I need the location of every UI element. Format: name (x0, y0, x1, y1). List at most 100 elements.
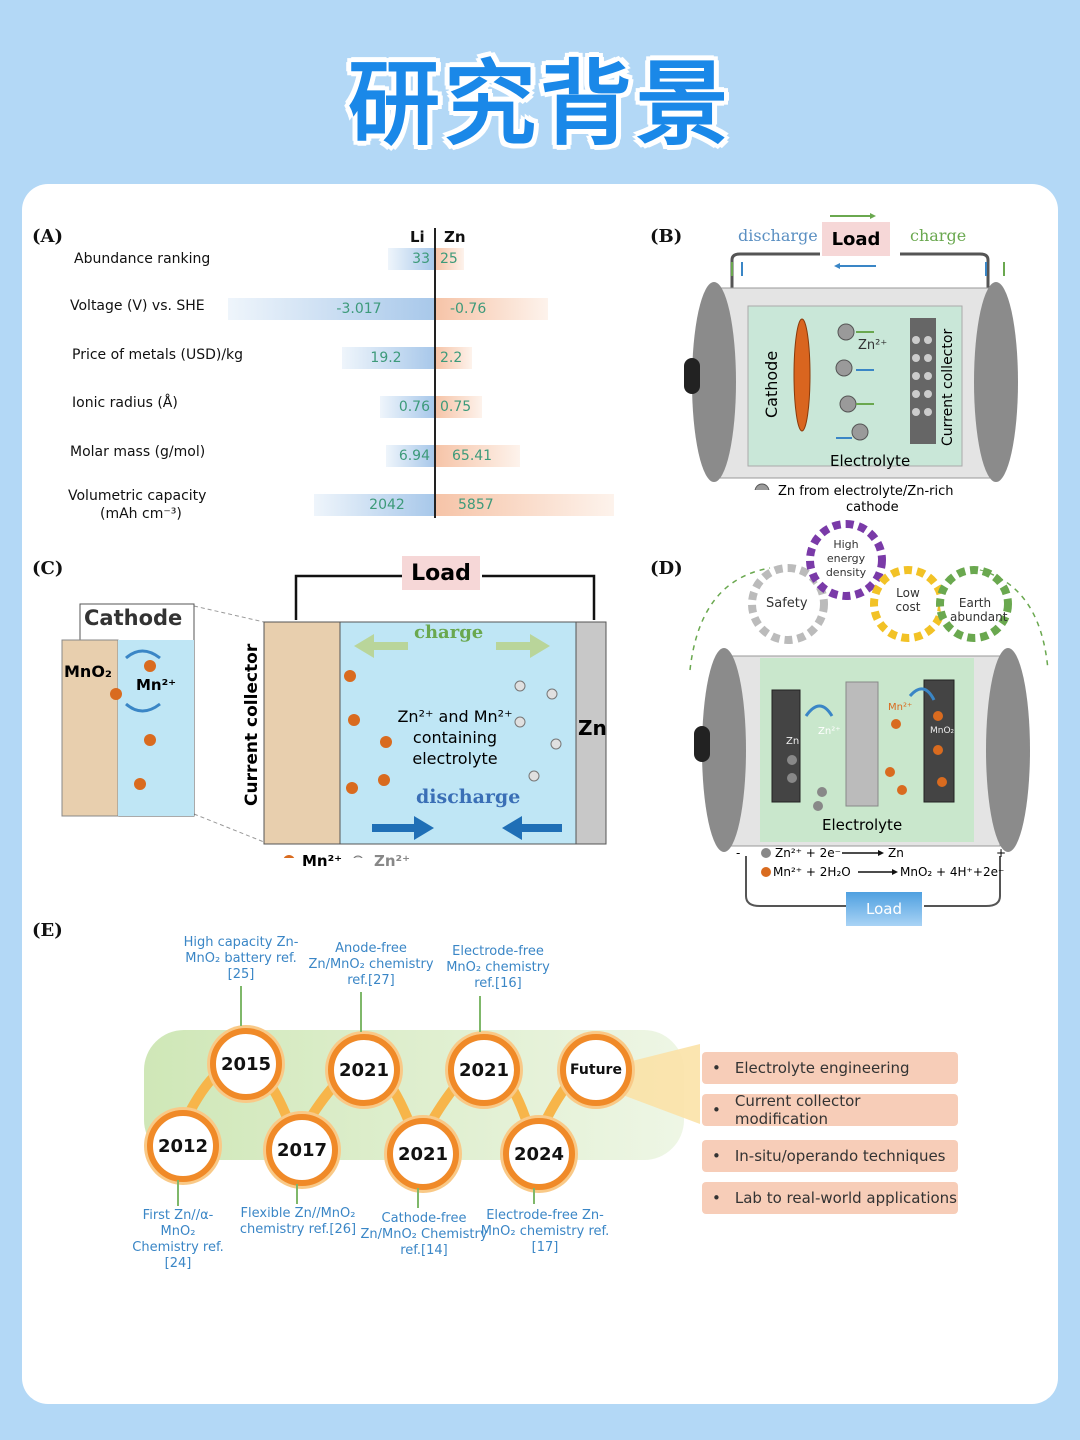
stem-2021b (479, 996, 481, 1032)
mn-ion-label-c: Mn²⁺ (136, 676, 177, 694)
electrolyte-label-b: Electrolyte (830, 452, 911, 470)
battery-diagram-b (684, 213, 1018, 490)
electrolyte-c-line1: Zn²⁺ and Mn²⁺ (397, 707, 513, 726)
zn-ion-label-b: Zn²⁺ (858, 338, 888, 353)
cathode-label-b: Cathode (762, 350, 781, 418)
future-item-label: Lab to real-world applications (734, 1189, 957, 1207)
electrolyte-text-c: Zn²⁺ and Mn²⁺ containing electrolyte (394, 706, 516, 769)
equation1-left: Zn²⁺ + 2e⁻ (775, 846, 842, 860)
li-bar-volumetric: 2042 (314, 494, 434, 516)
timeline-node-future: Future (560, 1034, 632, 1106)
electrolyte-c-line3: electrolyte (412, 749, 498, 768)
milestone-2021b-text: Electrode-free MnO₂ chemistry ref.[16] (446, 944, 550, 991)
stem-2021a (360, 992, 362, 1032)
stem-2012 (177, 1180, 179, 1206)
row-label-volumetric-unit: (mAh cm⁻³) (100, 506, 182, 522)
equation1-right: Zn (888, 846, 904, 860)
zn-bar-price: 2.2 (436, 347, 472, 369)
timeline-node-2012: 2012 (147, 1110, 219, 1182)
minus-terminal: - (736, 846, 741, 860)
mno2-label-c: MnO₂ (64, 662, 112, 681)
row-label-voltage: Voltage (V) vs. SHE (70, 298, 205, 314)
zn-bar-volumetric: 5857 (436, 494, 614, 516)
panel-c-label: (C) (32, 558, 64, 579)
timeline-node-2021a: 2021 (328, 1034, 400, 1106)
li-bar-ionic-radius: 0.76 (380, 396, 434, 418)
li-header: Li (410, 228, 425, 246)
discharge-label: discharge (738, 226, 818, 245)
timeline-node-2024: 2024 (503, 1118, 575, 1190)
discharge-label-c: discharge (416, 786, 521, 808)
cathode-label-c: Cathode (84, 606, 183, 630)
load-box-b: Load (822, 222, 890, 256)
li-bar-price: 19.2 (342, 347, 434, 369)
li-bar-molar-mass: 6.94 (386, 445, 434, 467)
future-item-label: Electrolyte engineering (734, 1059, 910, 1077)
timeline-node-2021c: 2021 (387, 1118, 459, 1190)
legend-b-line2: cathode (846, 500, 899, 515)
mno2-mesh-label-d: MnO₂ (930, 726, 955, 736)
gear-safety: Safety (766, 596, 808, 611)
timeline-node-2017: 2017 (266, 1114, 338, 1186)
future-item-real-world: • Lab to real-world applications (702, 1182, 958, 1214)
row-label-ionic-radius: Ionic radius (Å) (72, 395, 178, 411)
equation2-right: MnO₂ + 4H⁺+2e⁻ (900, 865, 1005, 879)
gear-energy: High energy density (825, 538, 867, 579)
legend-b-line1: Zn from electrolyte/Zn-rich (778, 484, 954, 499)
timeline-node-2021b: 2021 (448, 1034, 520, 1106)
zn-bar-ionic-radius: 0.75 (436, 396, 482, 418)
zn-bar-abundance: 25 (436, 248, 464, 270)
milestone-2012-text: First Zn//α-MnO₂ Chemistry ref.[24] (132, 1208, 224, 1271)
stem-2021c (417, 1188, 419, 1208)
comparison-axis (434, 228, 436, 518)
equation2-left: Mn²⁺ + 2H₂O (773, 865, 851, 879)
milestone-2015-text: High capacity Zn-MnO₂ battery ref.[25] (183, 935, 299, 982)
future-item-collector: • Current collector modification (702, 1092, 958, 1128)
battery-diagram-d (689, 520, 1049, 907)
stem-2024 (533, 1188, 535, 1204)
zn-mesh-label-d: Zn (786, 736, 800, 747)
row-label-volumetric: Volumetric capacity (68, 488, 207, 504)
gear-earth: Earth abundant (950, 596, 1008, 624)
future-item-label: Current collector modification (734, 1092, 861, 1128)
li-bar-voltage: -3.017 (228, 298, 434, 320)
page-title: 研究背景 (347, 51, 732, 158)
future-item-label: In-situ/operando techniques (734, 1147, 946, 1165)
stem-2015 (240, 986, 242, 1026)
electrolyte-c-line2: containing (412, 728, 498, 747)
milestone-2021c-text: Cathode-free Zn/MnO₂ Chemistry ref.[14] (360, 1211, 488, 1258)
collector-label-b: Current collector (940, 328, 956, 446)
plus-terminal: + (996, 846, 1007, 860)
legend-zn-c: Zn²⁺ (374, 852, 411, 870)
charge-label-c: charge (414, 622, 484, 643)
charge-label: charge (910, 226, 967, 245)
future-item-insitu: • In-situ/operando techniques (702, 1140, 958, 1172)
zn-ion-label-d: Zn²⁺ (818, 726, 841, 737)
stem-2017 (296, 1184, 298, 1204)
zn-bar-voltage: -0.76 (436, 298, 548, 320)
row-label-price: Price of metals (USD)/kg (72, 347, 244, 363)
load-box-d: Load (846, 892, 922, 926)
battery-diagram-c (61, 574, 607, 858)
timeline-node-2015: 2015 (210, 1028, 282, 1100)
milestone-2021a-text: Anode-free Zn/MnO₂ chemistry ref.[27] (308, 941, 434, 988)
row-label-molar-mass: Molar mass (g/mol) (70, 444, 206, 460)
legend-mn-c: Mn²⁺ (302, 852, 343, 870)
zn-bar-molar-mass: 65.41 (436, 445, 520, 467)
zn-electrode-label-c: Zn (578, 716, 607, 740)
panel-a-label: (A) (32, 226, 63, 247)
gear-cost: Low cost (895, 586, 921, 614)
panel-b-label: (B) (650, 226, 683, 247)
mn-ion-label-d: Mn²⁺ (888, 702, 913, 713)
load-box-c: Load (402, 556, 480, 590)
milestone-2017-text: Flexible Zn//MnO₂ chemistry ref.[26] (239, 1206, 357, 1237)
future-item-electrolyte: • Electrolyte engineering (702, 1052, 958, 1084)
zn-header: Zn (444, 228, 466, 246)
panel-e-label: (E) (32, 920, 63, 941)
panel-d-label: (D) (650, 558, 683, 579)
li-bar-abundance: 33 (388, 248, 434, 270)
row-label-abundance: Abundance ranking (74, 251, 211, 267)
electrolyte-label-d: Electrolyte (822, 816, 903, 834)
collector-label-c: Current collector (242, 643, 262, 806)
milestone-2024-text: Electrode-free Zn-MnO₂ chemistry ref.[17… (480, 1208, 610, 1255)
